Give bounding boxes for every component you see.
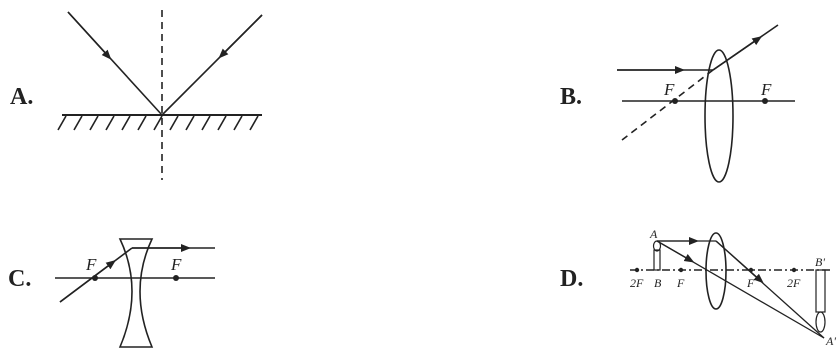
axis-label-2f-left: 2F — [630, 276, 644, 290]
focal-point-right — [762, 98, 768, 104]
focal-label-left: F — [85, 255, 97, 274]
axis-label-b: B — [654, 276, 662, 290]
axis-label-f-right: F — [746, 276, 755, 290]
incident-ray — [59, 247, 133, 303]
incident-ray-left — [67, 11, 163, 116]
option-a: A. — [10, 10, 263, 180]
image-a-prime-b-prime — [815, 269, 826, 333]
axis-label-f-left: F — [676, 276, 685, 290]
concave-lens — [118, 238, 154, 348]
focal-label-right: F — [760, 80, 772, 99]
image-label-a-prime: A' — [825, 334, 836, 348]
option-c-label: C. — [8, 266, 31, 292]
option-b-label: B. — [560, 84, 582, 110]
incident-ray-right — [161, 14, 263, 116]
parallel-ray — [657, 237, 825, 339]
axis-points — [634, 267, 797, 273]
convex-lens — [705, 232, 727, 310]
plane-mirror — [57, 114, 262, 131]
convex-lens — [704, 49, 734, 183]
refracted-ray — [712, 24, 779, 71]
object-label-a: A — [649, 227, 658, 241]
option-d-label: D. — [560, 266, 583, 292]
option-d: D. 2F B F F 2F A B' A' — [560, 227, 836, 348]
focal-label-left: F — [663, 80, 675, 99]
option-a-label: A. — [10, 84, 33, 110]
central-ray — [656, 240, 825, 339]
axis-label-2f-right: 2F — [787, 276, 801, 290]
option-b: B. F F — [560, 24, 795, 183]
image-label-b-prime: B' — [815, 255, 825, 269]
focal-point-right — [173, 275, 179, 281]
option-c: C. F F — [8, 238, 215, 348]
focal-label-right: F — [170, 255, 182, 274]
object-ab — [652, 240, 662, 271]
